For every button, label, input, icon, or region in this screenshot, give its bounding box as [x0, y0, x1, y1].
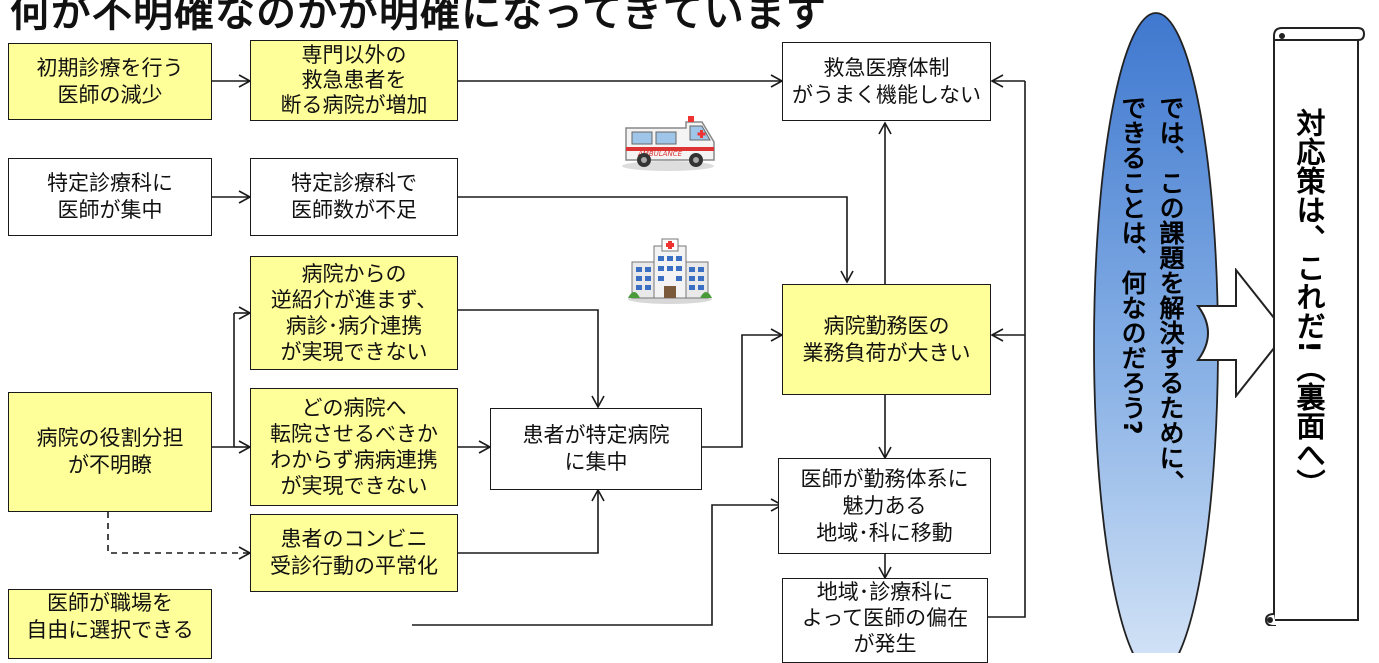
arrow-convenience-to-patient: [458, 488, 605, 554]
arrow-role-to-convenience: [107, 512, 252, 560]
box-reverse-referral: 病院からの 逆紹介が進まず、 病診･病介連携 が実現できない: [250, 256, 458, 370]
box-uneven-distribution: 地域･診療科に よって医師の偏在 が発生: [782, 578, 988, 663]
right-block-arrow: [1196, 268, 1288, 398]
scroll-banner: [1264, 27, 1366, 626]
box-er-system-fail: 救急医療体制 がうまく機能しない: [782, 42, 991, 121]
arrow-free-to-move: [412, 498, 784, 626]
box-role-unclear: 病院の役割分担 が不明瞭: [8, 392, 212, 512]
feedback-line: [988, 81, 1026, 618]
box-refuse-non-specialty: 専門以外の 救急患者を 断る病院が増加: [250, 40, 458, 121]
arrow-shortage-to-workload: [458, 196, 854, 284]
box-hospital-workload: 病院勤務医の 業務負荷が大きい: [782, 284, 991, 395]
box-transfer-unknown: どの病院へ 転院させるべきか わからず病病連携 が実現できない: [250, 388, 458, 506]
box-specialty-shortage: 特定診療科で 医師数が不足: [250, 158, 458, 236]
box-initial-care-decline: 初期診療を行う 医師の減少: [8, 43, 212, 120]
box-convenience: 患者のコンビニ 受診行動の平常化: [250, 514, 458, 592]
box-patient-concentration: 患者が特定病院 に集中: [490, 408, 702, 490]
arrow-reverse-to-patient: [458, 309, 605, 409]
box-free-choice: 医師が職場を 自由に選択できる: [8, 589, 212, 659]
scroll-countermeasure-text: 対応策は、これだ!（裏面へ）: [1292, 108, 1326, 499]
box-concentration-specialty: 特定診療科に 医師が集中: [8, 158, 212, 236]
page-title: 何が不明確なのかが明確になってきています: [10, 0, 827, 36]
ambulance-icon: AMBULANCE: [622, 116, 715, 171]
ellipse-question-text: では、この課題を解決するために、 できることは、何なのだろう?: [1118, 95, 1185, 495]
arrow-patient-to-workload: [702, 328, 784, 448]
hospital-icon: [628, 238, 712, 304]
box-doctors-move: 医師が勤務体系に 魅力ある 地域･科に移動: [778, 458, 991, 554]
ambulance-label: AMBULANCE: [637, 150, 683, 158]
